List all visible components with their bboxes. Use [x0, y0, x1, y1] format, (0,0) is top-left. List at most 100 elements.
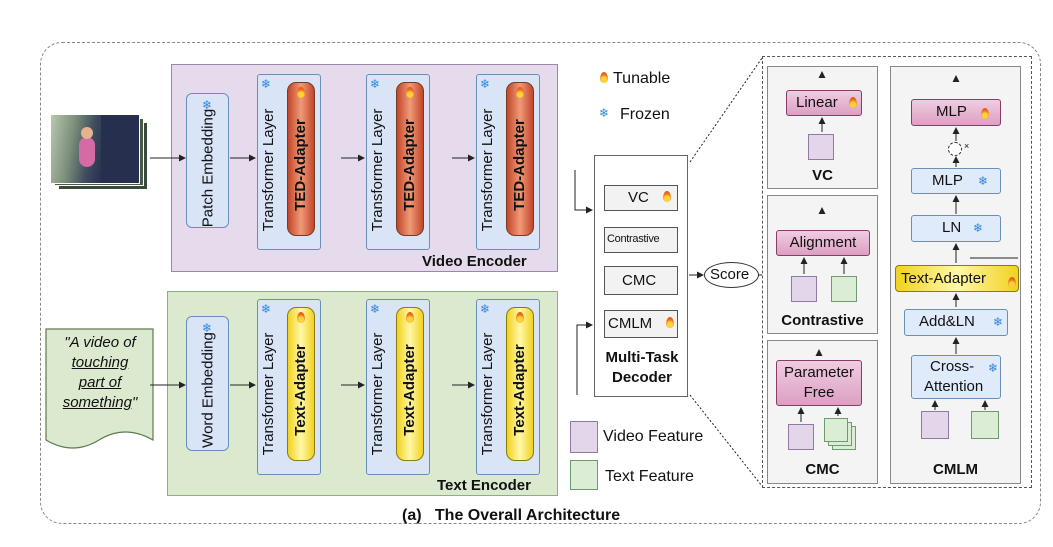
legend-video-feature: Video Feature	[603, 428, 704, 445]
caption-underlined-2: part of	[78, 374, 122, 391]
cmlm-mlp-top	[911, 99, 1001, 126]
task-cmlm	[604, 310, 678, 338]
cmlm-mlp-top-label: MLP	[936, 103, 967, 120]
video-layer-label-2: Transformer Layer	[369, 108, 386, 232]
text-layer-label-1: Transformer Layer	[260, 332, 277, 456]
contrastive-panel-title: Contrastive	[781, 312, 864, 329]
legend-text-feature-swatch	[570, 460, 598, 490]
task-vc-label: VC	[628, 189, 649, 206]
text-encoder-title: Text Encoder	[437, 477, 531, 494]
cmlm-ln-label: LN	[942, 219, 962, 236]
figure-caption-title: The Overall Architecture	[434, 507, 621, 524]
parameter-free-line1: Parameter	[783, 364, 855, 381]
score-output	[704, 262, 759, 288]
cross-attention-line2: Attention	[924, 378, 984, 395]
vc-video-feature	[808, 134, 834, 160]
video-layer-label-1: Transformer Layer	[260, 108, 277, 232]
snowflake-icon: ❄	[261, 77, 272, 91]
snowflake-icon: ❄	[370, 77, 381, 91]
flame-icon	[297, 312, 305, 323]
patch-embedding-label: Patch Embedding	[199, 108, 217, 228]
word-embedding-block	[186, 316, 229, 451]
ted-adapter-label-1: TED-Adapter	[292, 119, 309, 211]
text-adapter-2	[396, 307, 424, 461]
multiply-node	[948, 142, 962, 156]
snowflake-icon: ❄	[988, 361, 999, 375]
legend-video-feature-swatch	[570, 421, 598, 453]
score-label: Score	[710, 266, 750, 283]
text-layer-label-3: Transformer Layer	[479, 332, 496, 456]
cross-attention-line1: Cross-	[930, 358, 975, 375]
snowflake-icon: ❄	[480, 302, 491, 316]
flame-icon	[981, 108, 989, 119]
flame-icon	[297, 87, 305, 98]
ted-adapter-label-2: TED-Adapter	[401, 119, 418, 211]
word-embedding-label: Word Embedding	[199, 332, 217, 448]
alignment-label: Alignment	[789, 234, 857, 251]
vc-panel-title: VC	[812, 167, 833, 184]
flame-icon	[849, 97, 857, 108]
snowflake-icon: ❄	[599, 106, 610, 120]
task-cmc-label: CMC	[622, 272, 657, 289]
caption-document	[45, 328, 154, 449]
text-adapter-label-2: Text-Adapter	[401, 344, 418, 436]
flame-icon	[516, 312, 524, 323]
ted-adapter-label-3: TED-Adapter	[511, 119, 528, 211]
cmlm-text-feature	[971, 411, 999, 439]
cmlm-ln	[911, 215, 1001, 242]
outer-frame	[40, 42, 1041, 524]
snowflake-icon: ❄	[370, 302, 381, 316]
parameter-free-line2: Free	[803, 384, 835, 401]
flame-icon	[1008, 277, 1016, 288]
snowflake-icon: ❄	[202, 98, 213, 112]
cmlm-cross-attention	[911, 355, 1001, 399]
flame-icon	[600, 72, 608, 83]
cmlm-mlp-label: MLP	[932, 172, 963, 189]
cmc-panel-title: CMC	[805, 461, 840, 478]
text-adapter-1	[287, 307, 315, 461]
task-cmc	[604, 266, 678, 295]
vc-panel	[767, 66, 878, 189]
vc-linear-label: Linear	[796, 94, 838, 111]
task-cmlm-label: CMLM	[608, 315, 653, 332]
alignment-block	[776, 230, 870, 256]
contrastive-video-feature	[791, 276, 817, 302]
cmlm-video-feature	[921, 411, 949, 439]
flame-icon	[406, 312, 414, 323]
caption-underlined-3: something	[62, 394, 132, 411]
flame-icon	[516, 87, 524, 98]
cmc-video-feature	[788, 424, 814, 450]
video-encoder-title: Video Encoder	[422, 253, 527, 270]
contrastive-text-feature	[831, 276, 857, 302]
task-contrastive-label: Contrastive	[607, 233, 660, 245]
video-layer-label-3: Transformer Layer	[479, 108, 496, 232]
caption-suffix: "	[131, 394, 138, 411]
video-frames-image	[50, 114, 150, 192]
multiply-label: ×	[964, 141, 970, 151]
caption-underlined-1: touching	[71, 354, 129, 371]
cmlm-add-ln	[904, 309, 1008, 336]
text-adapter-label-3: Text-Adapter	[511, 344, 528, 436]
text-adapter-3	[506, 307, 534, 461]
snowflake-icon: ❄	[978, 174, 989, 188]
text-layer-label-2: Transformer Layer	[369, 332, 386, 456]
legend-frozen: Frozen	[620, 106, 670, 123]
ted-adapter-1	[287, 82, 315, 236]
cmlm-panel-title: CMLM	[933, 461, 978, 478]
task-contrastive	[604, 227, 678, 253]
flame-icon	[406, 87, 414, 98]
decoder-title-line2: Decoder	[611, 369, 673, 386]
decoder-title-line1: Multi-Task	[605, 349, 679, 366]
patch-embedding-block	[186, 93, 229, 228]
snowflake-icon: ❄	[973, 221, 984, 235]
figure-caption: (a) The Overall Architecture	[402, 507, 620, 525]
caption-text: "A video of touching part of something"	[48, 333, 152, 413]
caption-prefix: "A video of	[64, 334, 136, 351]
cmlm-text-adapter-label: Text-Adapter	[901, 270, 987, 287]
figure-caption-label: (a)	[402, 507, 422, 524]
snowflake-icon: ❄	[993, 315, 1004, 329]
flame-icon	[663, 191, 671, 202]
snowflake-icon: ❄	[480, 77, 491, 91]
cmc-text-feature-stack	[824, 418, 848, 442]
snowflake-icon: ❄	[261, 302, 272, 316]
